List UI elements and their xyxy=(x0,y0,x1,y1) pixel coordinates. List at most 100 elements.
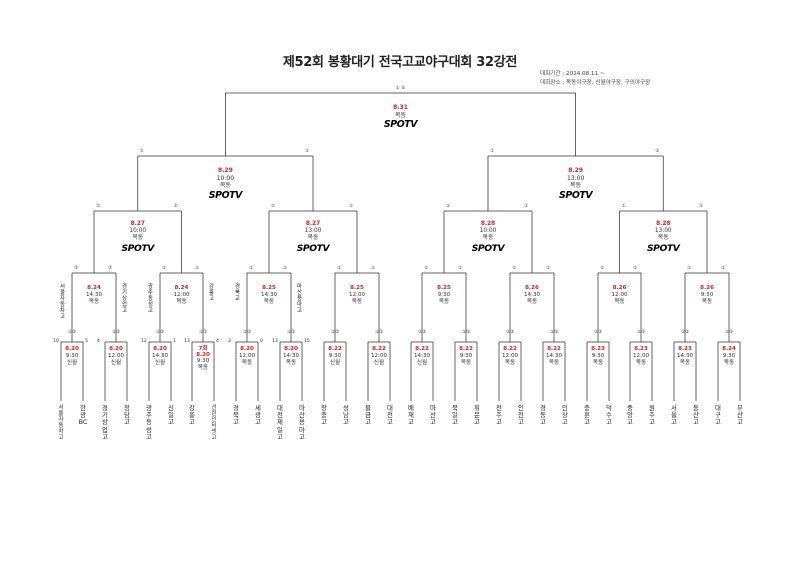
match-date: 8.27 xyxy=(130,221,145,227)
match-time: 10:00 xyxy=(479,228,497,235)
match-venue: 목동 xyxy=(307,235,319,242)
r1-seed-a: ①② xyxy=(68,330,77,335)
team-name: 인천고 xyxy=(518,404,524,427)
match-date: 7회 8.20 xyxy=(196,346,210,359)
match-venue: 목동 xyxy=(570,182,582,189)
match-date: 8.22 xyxy=(415,346,429,352)
match-date: 8.25 xyxy=(350,285,364,291)
r2-score-b: ① xyxy=(371,266,376,271)
match-date: 8.24 xyxy=(174,285,189,291)
match-date: 8.29 xyxy=(568,167,584,174)
match-date: 8.22 xyxy=(547,346,561,352)
match-time: 10:00 xyxy=(129,228,147,235)
r1-seed-b: ①② xyxy=(462,330,471,335)
team-name: 부산고 xyxy=(737,404,743,427)
match-venue: 목동 xyxy=(241,359,253,366)
match-date: 8.23 xyxy=(634,346,648,352)
match-venue: 신월 xyxy=(110,359,122,366)
match-time: 14:30 xyxy=(545,352,563,359)
match-venue: 목동 xyxy=(438,298,450,305)
team-name: 중앙고 xyxy=(627,404,633,427)
spotv-logo: SPOTV xyxy=(208,189,243,201)
match-venue: 신월 xyxy=(416,359,428,366)
match-time: 12:00 xyxy=(501,352,519,359)
tournament-venues: 대회장소 : 목동야구장, 신월야구장, 구의야구장 xyxy=(540,80,651,86)
tournament-period: 대회기간 : 2024.08.11.~ xyxy=(540,71,605,77)
match-time: 12:00 xyxy=(370,352,388,359)
spotv-logo: SPOTV xyxy=(471,242,505,254)
match-venue: 목동 xyxy=(263,298,275,305)
match-time: 9:30 xyxy=(459,352,473,359)
winner-name: 서울자동차고 xyxy=(60,284,65,321)
r3-score-b: ① xyxy=(524,204,529,209)
r1-seed-b: ①② xyxy=(287,330,296,335)
match-venue: 목동 xyxy=(132,235,144,242)
r1-score-a: 3 xyxy=(228,339,231,344)
spotv-logo: SPOTV xyxy=(646,242,680,254)
match-date: 8.28 xyxy=(656,221,671,227)
r3-score-a: ① xyxy=(271,204,276,209)
r1-score-b: 5 xyxy=(85,339,88,344)
match-venue: 목동 xyxy=(723,359,735,366)
match-time: 10:00 xyxy=(216,174,235,182)
team-name: 덕수고 xyxy=(606,404,612,427)
r1-score-a: 10 xyxy=(53,339,59,344)
match-venue: 목동 xyxy=(394,111,407,119)
match-time: 14:30 xyxy=(260,291,278,298)
winner-name: 경기상업고 xyxy=(122,284,127,315)
match-time: 9:30 xyxy=(437,291,451,298)
match-venue: 신월 xyxy=(373,359,385,366)
match-venue: 목동 xyxy=(504,359,516,366)
team-name: 마산고 xyxy=(430,404,436,427)
team-name: 배재고 xyxy=(408,404,414,427)
r2-score-b: ① xyxy=(721,266,726,271)
r1-score-b: 15 xyxy=(304,339,310,344)
team-name: 마산용마고 xyxy=(299,404,305,441)
spotv-logo: SPOTV xyxy=(121,242,155,254)
r1-seed-b: ①② xyxy=(637,330,646,335)
r2-score-a: ① xyxy=(424,266,429,271)
match-venue: 목동 xyxy=(679,359,691,366)
match-date: 8.25 xyxy=(262,285,276,291)
r1-score-b: 0 xyxy=(260,339,263,344)
team-name: 서울고 xyxy=(671,404,677,427)
match-date: 8.20 xyxy=(65,346,79,352)
match-time: 9:30 xyxy=(591,352,605,359)
match-venue: 목동 xyxy=(285,359,297,366)
match-time: 9:30 xyxy=(722,352,736,359)
r3-score-a: ① xyxy=(621,204,626,209)
r1-score-b: 1 xyxy=(173,339,176,344)
r1-seed-a: ①② xyxy=(418,330,427,335)
match-venue: 목동 xyxy=(197,365,209,372)
r3-score-b: ① xyxy=(349,204,354,209)
team-name: 성남고 xyxy=(343,404,349,427)
team-name: 대전고 xyxy=(387,404,393,427)
r1-seed-a: ①② xyxy=(681,330,690,335)
match-venue: 신월 xyxy=(329,359,341,366)
match-venue: 목동 xyxy=(657,235,669,242)
r4-score-b: ① xyxy=(305,149,310,154)
r1-seed-b: ①② xyxy=(199,330,208,335)
match-venue: 목동 xyxy=(614,298,625,305)
match-time: 13:00 xyxy=(304,228,322,235)
match-time: 12:00 xyxy=(611,291,628,298)
team-name: 경북고 xyxy=(233,404,239,427)
match-time: 9:30 xyxy=(196,358,210,365)
match-time: 12:00 xyxy=(238,352,256,359)
team-name: 경동고 xyxy=(540,404,546,427)
match-venue: 목동 xyxy=(219,182,231,189)
match-venue: 신월 xyxy=(154,359,166,366)
